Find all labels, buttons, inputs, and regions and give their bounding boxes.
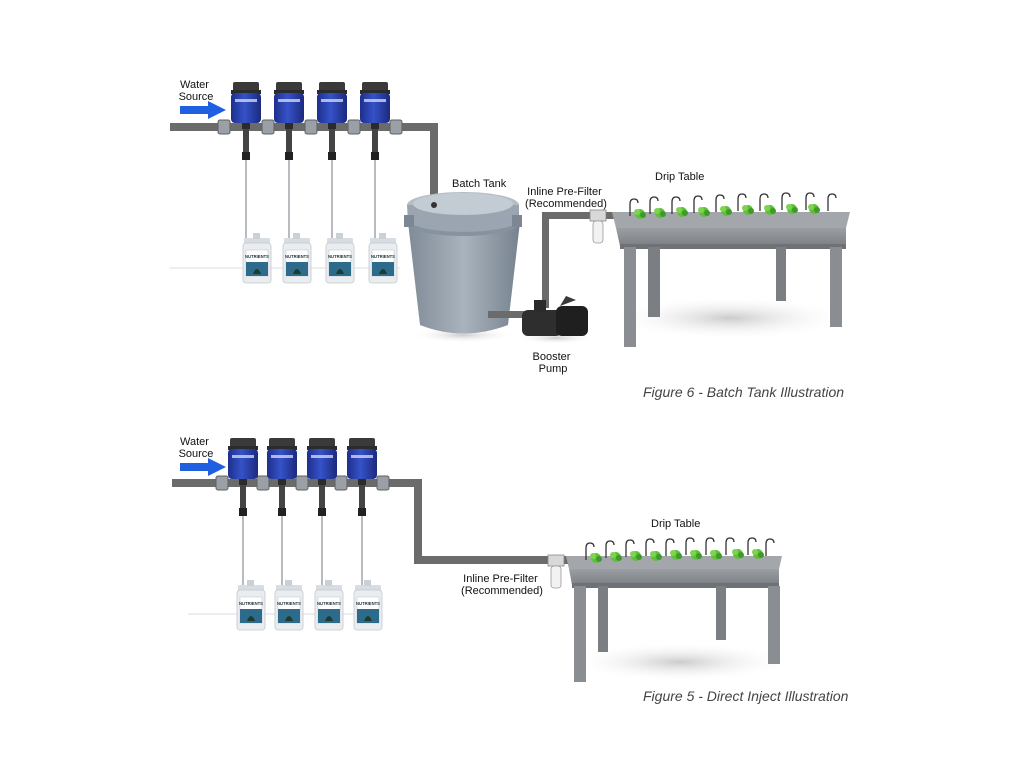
drip-table-label: Drip Table [651, 518, 700, 530]
figure-6-caption: Figure 6 - Batch Tank Illustration [643, 384, 844, 400]
inline-prefilter-icon [547, 554, 565, 589]
nutrient-jug: NUTRIENTS [314, 579, 344, 631]
suction-tubes [245, 160, 376, 240]
dosing-injector [228, 438, 258, 516]
booster-pump-label: Booster Pump [533, 351, 574, 375]
pipe-coupling [217, 119, 231, 135]
batch-tank [404, 192, 522, 343]
jug-label: NUTRIENTS [245, 254, 269, 259]
nutrient-jug: NUTRIENTS [282, 232, 312, 284]
dosing-injector [231, 82, 261, 160]
pipe-coupling [215, 475, 229, 491]
drip-table-label: Drip Table [655, 171, 704, 183]
water-arrow-icon [180, 458, 226, 476]
pump-pipes [488, 212, 617, 318]
dosing-injector [347, 438, 377, 516]
pipe-coupling [389, 119, 403, 135]
pipe-coupling [261, 119, 275, 135]
pipe-coupling [334, 475, 348, 491]
pipe-coupling [347, 119, 361, 135]
dosing-injector [307, 438, 337, 516]
jug-label: NUTRIENTS [371, 254, 395, 259]
dosing-injector [317, 82, 347, 160]
main-supply-pipe [172, 479, 572, 564]
prefilter-label: Inline Pre-Filter (Recommended) [525, 186, 607, 210]
jug-label: NUTRIENTS [239, 601, 263, 606]
inline-prefilter-icon [589, 209, 607, 244]
figure-direct-inject: Water Source NUTRIENTS [172, 436, 849, 704]
dosing-injector [360, 82, 390, 160]
nutrient-jug: NUTRIENTS [274, 579, 304, 631]
prefilter-label: Inline Pre-Filter (Recommended) [461, 573, 543, 597]
batch-tank-label: Batch Tank [452, 178, 507, 190]
nutrient-jug: NUTRIENTS [353, 579, 383, 631]
water-source-label: Water Source [179, 79, 214, 103]
nutrient-jug: NUTRIENTS [236, 579, 266, 631]
nutrient-jug: NUTRIENTS [368, 232, 398, 284]
pipe-coupling [304, 119, 318, 135]
main-supply-pipe [170, 123, 438, 203]
pipe-coupling [376, 475, 390, 491]
pipe-coupling [295, 475, 309, 491]
pipe-coupling [256, 475, 270, 491]
jug-label: NUTRIENTS [277, 601, 301, 606]
dosing-injector [267, 438, 297, 516]
water-source-label: Water Source [179, 436, 214, 460]
nutrient-jug: NUTRIENTS [325, 232, 355, 284]
jug-label: NUTRIENTS [317, 601, 341, 606]
jug-label: NUTRIENTS [328, 254, 352, 259]
jug-label: NUTRIENTS [285, 254, 309, 259]
booster-pump-icon [518, 296, 594, 344]
dosing-injector [274, 82, 304, 160]
jug-label: NUTRIENTS [356, 601, 380, 606]
nutrient-jug: NUTRIENTS [242, 232, 272, 284]
figure-batch-tank: Water Source [170, 79, 850, 400]
tank-inlet [431, 202, 437, 208]
figure-5-caption: Figure 5 - Direct Inject Illustration [643, 688, 849, 704]
water-arrow-icon [180, 101, 226, 119]
drip-table-icon [566, 556, 790, 682]
drip-table-icon [610, 212, 850, 347]
suction-tubes [242, 516, 363, 588]
